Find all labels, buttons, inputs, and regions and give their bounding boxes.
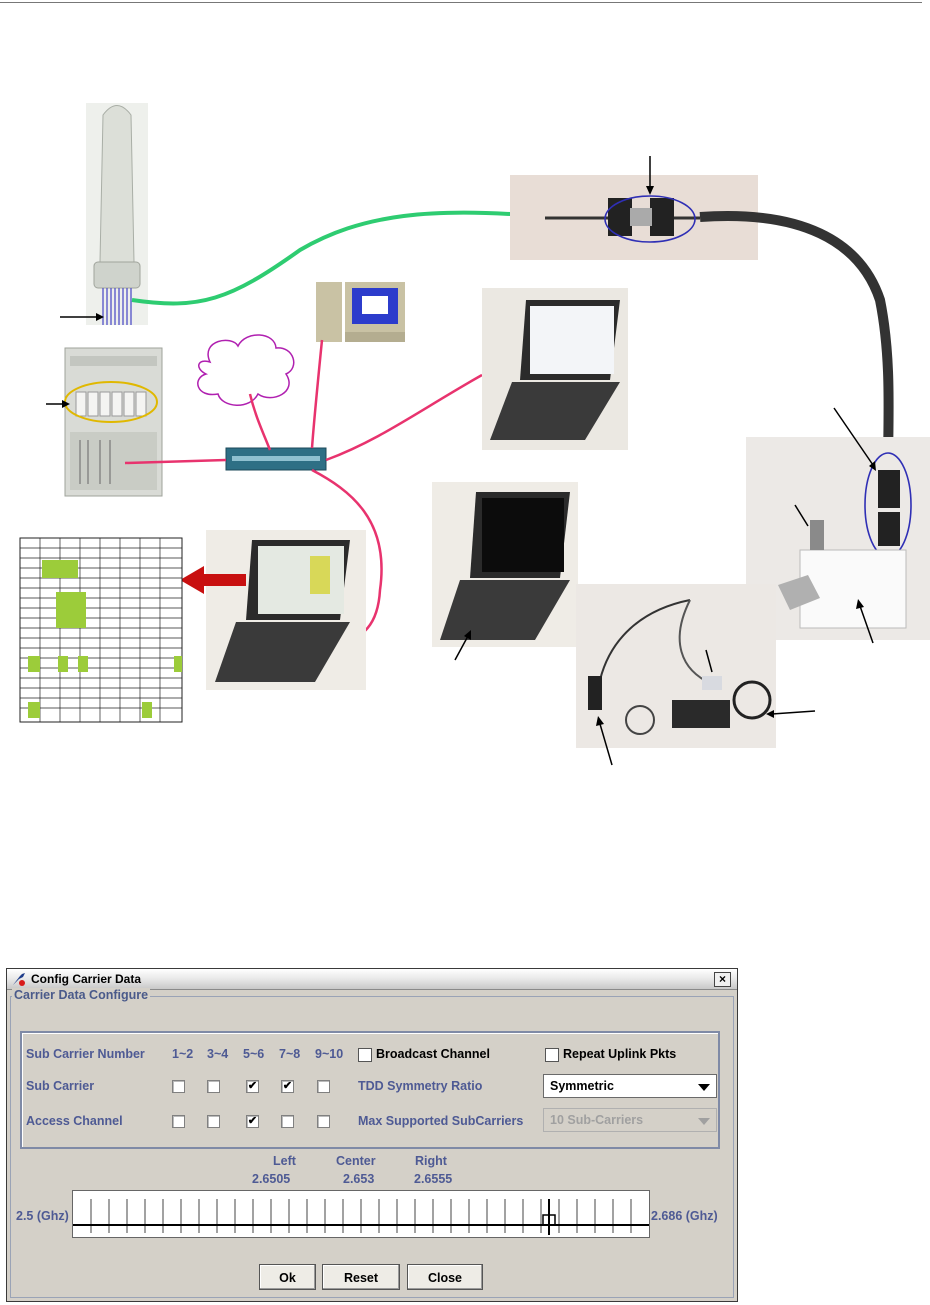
tdd-symmetry-ratio-label: TDD Symmetry Ratio — [358, 1079, 483, 1093]
network-diagram — [19, 103, 930, 766]
repeat-uplink-checkbox[interactable] — [545, 1048, 559, 1062]
dialog-title: Config Carrier Data — [31, 972, 142, 986]
access-channel-checkbox-4[interactable] — [281, 1115, 294, 1128]
close-button[interactable]: Close — [407, 1264, 483, 1290]
laptop-icon — [206, 530, 366, 690]
max-supported-subcarriers-value: 10 Sub-Carriers — [550, 1113, 644, 1127]
access-channel-label: Access Channel — [26, 1114, 123, 1128]
freq-center-value: 2.653 — [343, 1172, 375, 1186]
tdd-symmetry-ratio-select[interactable]: Symmetric — [543, 1074, 717, 1098]
subcarrier-settings-panel — [20, 1031, 720, 1149]
freq-right-label: Right — [415, 1154, 447, 1168]
access-channel-checkbox-2[interactable] — [207, 1115, 220, 1128]
desktop-computer-icon — [316, 282, 405, 342]
chevron-down-icon — [698, 1084, 710, 1091]
internet-cloud-icon — [197, 334, 295, 406]
base-station-rack-icon — [64, 347, 163, 497]
arrow-icon — [46, 400, 70, 408]
max-supported-subcarriers-label: Max Supported SubCarriers — [358, 1114, 524, 1128]
freq-center-label: Center — [336, 1154, 376, 1168]
app-icon — [13, 973, 25, 986]
range-label-2: 3~4 — [207, 1047, 229, 1061]
antenna-icon — [86, 103, 148, 325]
range-label-1: 1~2 — [172, 1047, 194, 1061]
radio-unit-icon — [746, 407, 930, 644]
laptop-icon — [482, 288, 628, 450]
repeat-uplink-label: Repeat Uplink Pkts — [563, 1047, 677, 1061]
sub-carrier-number-label: Sub Carrier Number — [26, 1047, 145, 1061]
cable-adapter-icon — [576, 584, 816, 766]
reset-button[interactable]: Reset — [322, 1264, 400, 1290]
max-supported-subcarriers-select[interactable]: 10 Sub-Carriers — [543, 1108, 717, 1132]
config-carrier-data-dialog: Config Carrier Data × — [6, 968, 738, 1302]
chevron-down-icon — [698, 1118, 710, 1125]
broadcast-channel-checkbox[interactable] — [358, 1048, 372, 1062]
ok-button[interactable]: Ok — [259, 1264, 316, 1290]
laptop-icon — [432, 482, 578, 661]
title-bar[interactable]: Config Carrier Data × — [7, 969, 737, 990]
sub-carrier-checkbox-5[interactable] — [317, 1080, 330, 1093]
sub-carrier-checkbox-1[interactable] — [172, 1080, 185, 1093]
network-switch-icon — [225, 447, 327, 471]
carrier-data-groupbox — [10, 996, 734, 1298]
broadcast-channel-label: Broadcast Channel — [376, 1047, 490, 1061]
filter-icon — [510, 156, 758, 260]
range-label-3: 5~6 — [243, 1047, 265, 1061]
access-channel-checkbox-1[interactable] — [172, 1115, 185, 1128]
top-rule — [0, 2, 922, 3]
frequency-ruler-graphic — [73, 1199, 649, 1235]
freq-min-label: 2.5 (Ghz) — [16, 1209, 69, 1223]
sub-carrier-checkbox-4[interactable]: ✔ — [281, 1080, 294, 1093]
red-arrow-icon — [180, 566, 246, 594]
range-label-5: 9~10 — [315, 1047, 344, 1061]
carrier-data-configure-label: Carrier Data Configure — [12, 988, 151, 1002]
tdd-symmetry-ratio-value: Symmetric — [550, 1079, 614, 1093]
freq-max-label: 2.686 (Ghz) — [651, 1209, 718, 1223]
freq-left-value: 2.6505 — [252, 1172, 291, 1186]
spreadsheet-thumbnail-icon — [19, 537, 183, 723]
sub-carrier-checkbox-2[interactable] — [207, 1080, 220, 1093]
sub-carrier-label: Sub Carrier — [26, 1079, 95, 1093]
sub-carrier-checkbox-3[interactable]: ✔ — [246, 1080, 259, 1093]
freq-left-label: Left — [273, 1154, 296, 1168]
freq-right-value: 2.6555 — [414, 1172, 453, 1186]
frequency-ruler[interactable] — [72, 1190, 650, 1238]
range-label-4: 7~8 — [279, 1047, 301, 1061]
access-channel-checkbox-5[interactable] — [317, 1115, 330, 1128]
close-icon[interactable]: × — [714, 972, 731, 987]
access-channel-checkbox-3[interactable]: ✔ — [246, 1115, 259, 1128]
arrow-icon — [60, 313, 104, 321]
